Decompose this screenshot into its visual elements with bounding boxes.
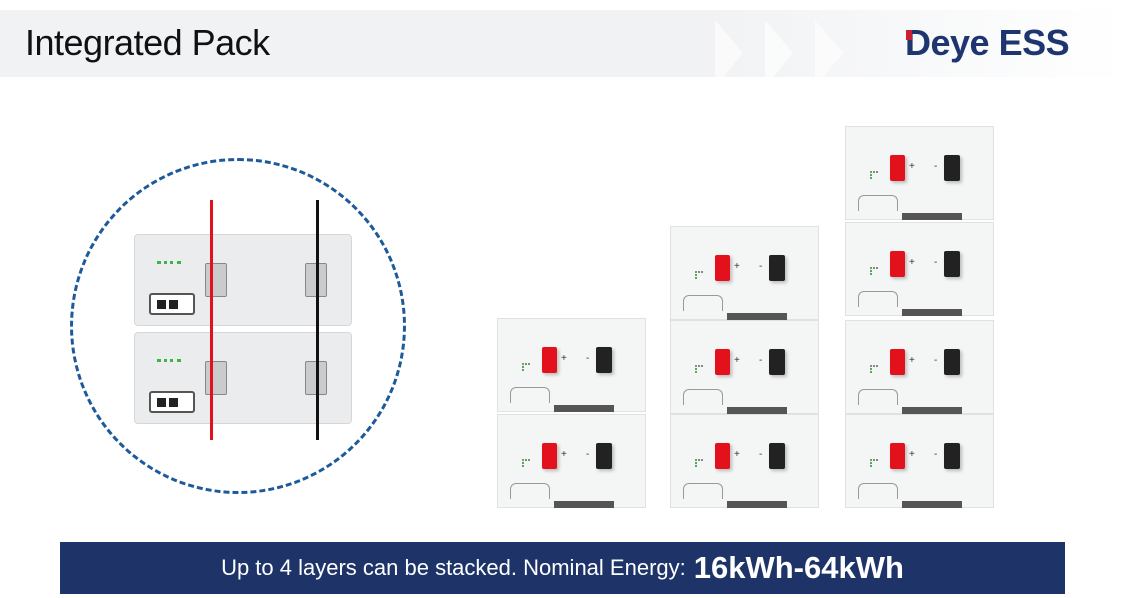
handle	[858, 195, 898, 211]
minus-label: -	[934, 257, 938, 268]
minus-label: -	[934, 355, 938, 366]
battery-module: +-	[845, 320, 994, 414]
minus-label: -	[934, 161, 938, 172]
led-indicator	[870, 459, 878, 467]
negative-terminal	[596, 443, 612, 469]
header-bar	[0, 10, 1127, 87]
foot	[727, 501, 787, 508]
positive-cable	[210, 200, 213, 440]
brand-logo: Deye ESS	[905, 22, 1070, 63]
led-indicator	[870, 365, 878, 373]
plus-label: +	[909, 355, 915, 366]
positive-terminal	[890, 155, 905, 181]
plus-label: +	[734, 449, 740, 460]
positive-terminal	[715, 443, 730, 469]
battery-module: +-	[497, 318, 646, 412]
plus-label: +	[561, 353, 567, 364]
minus-label: -	[759, 449, 763, 460]
negative-terminal	[769, 443, 785, 469]
positive-terminal	[542, 347, 557, 373]
negative-terminal	[596, 347, 612, 373]
minus-label: -	[586, 449, 590, 460]
negative-terminal	[944, 251, 960, 277]
minus-label: -	[759, 355, 763, 366]
foot	[902, 309, 962, 316]
led-indicator	[870, 171, 878, 179]
led-indicator	[522, 363, 530, 371]
led-indicator	[695, 271, 703, 279]
foot	[554, 501, 614, 508]
foot	[554, 405, 614, 412]
positive-terminal	[715, 349, 730, 375]
negative-terminal	[769, 255, 785, 281]
battery-module-detail	[134, 234, 352, 326]
battery-module: +-	[670, 320, 819, 414]
positive-terminal	[890, 251, 905, 277]
battery-module: +-	[670, 414, 819, 508]
led-indicator	[695, 459, 703, 467]
handle	[683, 483, 723, 499]
handle	[683, 295, 723, 311]
chevron-decoration	[715, 20, 743, 87]
battery-module: +-	[845, 414, 994, 508]
plus-label: +	[734, 261, 740, 272]
positive-terminal	[715, 255, 730, 281]
foot	[902, 407, 962, 414]
plus-label: +	[909, 449, 915, 460]
handle	[858, 389, 898, 405]
minus-label: -	[759, 261, 763, 272]
battery-module: +-	[845, 222, 994, 316]
plus-label: +	[561, 449, 567, 460]
handle	[510, 387, 550, 403]
nominal-energy: 16kWh-64kWh	[693, 550, 904, 585]
chevron-decoration	[815, 20, 843, 87]
led-indicator	[522, 459, 530, 467]
page-title: Integrated Pack	[25, 22, 270, 63]
plus-label: +	[734, 355, 740, 366]
info-banner: Up to 4 layers can be stacked. Nominal E…	[60, 542, 1065, 594]
positive-terminal	[890, 349, 905, 375]
handle	[683, 389, 723, 405]
positive-terminal	[542, 443, 557, 469]
plus-label: +	[909, 257, 915, 268]
plus-label: +	[909, 161, 915, 172]
foot	[727, 313, 787, 320]
foot	[902, 213, 962, 220]
handle	[510, 483, 550, 499]
positive-terminal	[890, 443, 905, 469]
minus-label: -	[934, 449, 938, 460]
negative-terminal	[944, 443, 960, 469]
banner-text: Up to 4 layers can be stacked. Nominal E…	[221, 555, 686, 580]
battery-module: +-	[497, 414, 646, 508]
handle	[858, 483, 898, 499]
negative-terminal	[944, 155, 960, 181]
led-indicator	[870, 267, 878, 275]
battery-module-detail	[134, 332, 352, 424]
handle	[858, 291, 898, 307]
foot	[727, 407, 787, 414]
negative-cable	[316, 200, 319, 440]
led-indicator	[695, 365, 703, 373]
battery-module: +-	[670, 226, 819, 320]
negative-terminal	[944, 349, 960, 375]
foot	[902, 501, 962, 508]
detail-circle	[70, 158, 406, 494]
minus-label: -	[586, 353, 590, 364]
negative-terminal	[769, 349, 785, 375]
battery-module: +-	[845, 126, 994, 220]
chevron-decoration	[765, 20, 793, 87]
